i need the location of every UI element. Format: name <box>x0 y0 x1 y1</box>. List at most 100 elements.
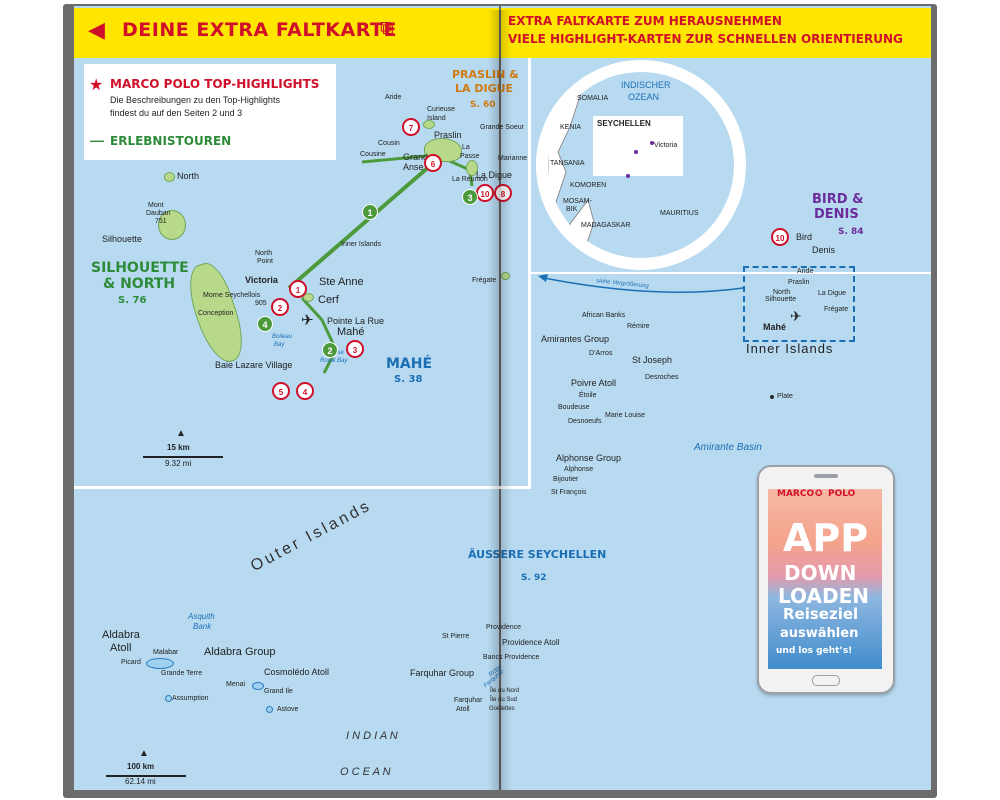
tour-marker[interactable]: 3 <box>462 189 478 205</box>
north-arrow-icon: ▲ <box>176 428 186 439</box>
place-label: Grande Soeur <box>480 124 524 131</box>
inset-ocean-label: INDISCHER <box>621 80 671 90</box>
place-label: 751 <box>155 218 167 225</box>
highlight-marker[interactable]: 1 <box>289 280 307 298</box>
place-label: Malabar <box>153 649 179 656</box>
scale-bar <box>143 456 223 458</box>
highlight-marker[interactable]: 3 <box>346 340 364 358</box>
tour-marker[interactable]: 2 <box>322 342 338 358</box>
folded-map-icon: ⧉ <box>380 18 394 39</box>
place-label: Silhouette <box>102 234 143 244</box>
la-digue-island <box>466 160 478 176</box>
place-label: Point <box>257 258 273 265</box>
ste-anne-island <box>303 293 314 302</box>
app-download-promo[interactable] <box>757 465 895 694</box>
region-outer: ÄUSSERE SEYCHELLEN <box>468 548 607 561</box>
place-label: Desnoeufs <box>568 418 602 425</box>
place-label: Île du Nord <box>490 688 520 694</box>
place-label: Cerf <box>318 294 339 306</box>
airport-icon: ✈ <box>301 312 314 329</box>
bank-label: Asquith <box>188 612 215 621</box>
place-label: Island <box>427 115 446 122</box>
place-label: La <box>462 144 470 151</box>
north-arrow-icon: ▲ <box>139 748 149 759</box>
place-label: Plate <box>777 393 793 400</box>
reef-marker <box>165 695 172 702</box>
place-label: Amirantes Group <box>541 334 610 344</box>
tour-marker[interactable]: 4 <box>257 316 273 332</box>
place-label: Conception <box>198 310 234 317</box>
place-label: Atoll <box>456 706 470 713</box>
bank-label: Bank <box>193 622 212 631</box>
compass-icon: ✪ <box>815 488 823 498</box>
region-silhouette: SILHOUETTE <box>91 260 189 276</box>
airport-icon: ✈ <box>790 308 802 324</box>
place-label: Frégate <box>472 277 497 284</box>
highlight-marker[interactable]: 6 <box>424 154 442 172</box>
app-subline: auswählen <box>780 626 859 641</box>
highlight-marker[interactable]: 2 <box>271 298 289 316</box>
highlight-marker[interactable]: 7 <box>402 118 420 136</box>
scale-bar <box>106 775 186 777</box>
place-label: Grand <box>403 152 429 162</box>
bay-label: Boileau <box>272 334 293 340</box>
tour-route-1 <box>287 156 441 290</box>
phone-speaker <box>814 474 838 478</box>
highlight-marker[interactable]: 4 <box>296 382 314 400</box>
scale-km: 15 km <box>167 443 190 452</box>
place-label: Desroches <box>645 374 679 381</box>
region-bird-page: S. 84 <box>838 227 864 237</box>
zoom-caption: Inner Islands <box>746 341 834 356</box>
island-dot <box>626 174 630 178</box>
banner-right-line2: VIELE HIGHLIGHT-KARTEN ZUR SCHNELLEN ORI… <box>508 32 903 46</box>
place-label: African Banks <box>582 312 626 319</box>
place-label: D’Arros <box>589 350 613 357</box>
region-silhouette: & NORTH <box>103 276 176 292</box>
place-label: Cousine <box>360 151 386 158</box>
place-label: Farquhar Group <box>410 668 475 678</box>
place-label: Marie Louise <box>605 412 646 419</box>
zoom-place: La Digue <box>818 290 847 297</box>
scale-km: 100 km <box>127 762 155 771</box>
app-subline: Reiseziel <box>783 605 859 623</box>
island-dot <box>650 141 654 145</box>
app-headline: LOADEN <box>778 584 869 608</box>
place-label: Bird <box>796 232 813 242</box>
inset-country: MOSAM- <box>563 198 592 205</box>
place-label: La Digue <box>476 170 513 180</box>
place-label: Grande Terre <box>161 670 203 677</box>
legend-tours-title: ERLEBNISTOUREN <box>110 134 232 148</box>
back-arrow-icon[interactable]: ◀ <box>88 17 105 42</box>
legend-highlights-desc: findest du auf den Seiten 2 und 3 <box>110 108 243 118</box>
place-label: North <box>177 171 200 181</box>
place-label: North <box>255 250 273 257</box>
place-label: Alphonse Group <box>556 453 622 463</box>
place-label: Cosmolédo Atoll <box>264 667 330 677</box>
highlight-marker[interactable]: 10 <box>771 228 789 246</box>
africa-coast <box>548 72 595 258</box>
inset-country: MAURITIUS <box>660 210 699 217</box>
bay-label: Bay <box>274 342 285 348</box>
place-label: Aride <box>385 94 402 101</box>
island-dot <box>634 150 638 154</box>
tour-marker[interactable]: 1 <box>362 204 378 220</box>
region-praslin-page: S. 60 <box>470 100 496 110</box>
fregate-island <box>501 272 510 280</box>
reef-marker <box>252 682 264 690</box>
region-mahe-page: S. 38 <box>394 374 423 385</box>
tour-route-2 <box>300 296 338 374</box>
region-praslin: LA DIGUE <box>455 82 514 95</box>
place-label: Curieuse <box>427 106 456 113</box>
highlight-marker[interactable]: 8 <box>494 184 512 202</box>
bay-label: Royal Bay <box>320 358 348 364</box>
highlight-marker[interactable]: 10 <box>476 184 494 202</box>
legend-highlights-desc: Die Beschreibungen zu den Top-Highlights <box>110 95 280 105</box>
inner-islands-zoom-box[interactable] <box>743 266 855 342</box>
map-frame-divider <box>528 58 531 486</box>
zoom-place: Silhouette <box>765 296 797 303</box>
highlight-marker[interactable]: 5 <box>272 382 290 400</box>
place-label: Providence <box>486 624 522 631</box>
app-brand: MARCO <box>777 489 815 499</box>
place-label: Menai <box>226 681 246 688</box>
place-label: Atoll <box>110 642 132 654</box>
